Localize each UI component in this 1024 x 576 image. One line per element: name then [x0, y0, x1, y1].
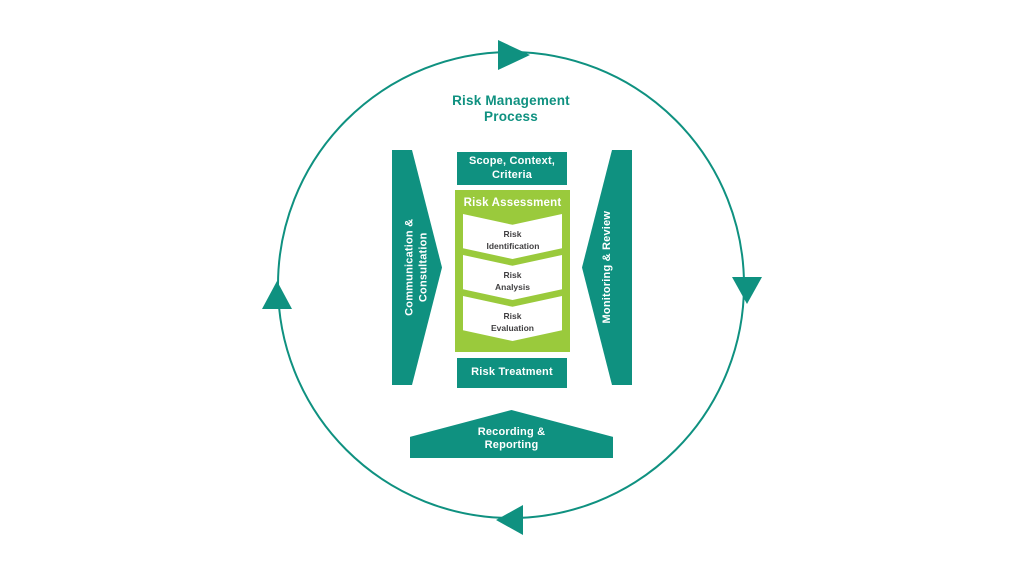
risk-analysis-label: Risk Analysis — [495, 270, 530, 292]
risk-treatment-box: Risk Treatment — [457, 358, 567, 388]
risk-assessment-label: Risk Assessment — [463, 197, 562, 209]
arrow-left-icon-bottom — [496, 505, 523, 535]
risk-identification-chevron: Risk Identification — [463, 214, 562, 259]
scope-context-criteria-box: Scope, Context, Criteria — [457, 152, 567, 185]
arrow-down-icon-right — [732, 277, 762, 304]
diagram-title: Risk Management Process — [452, 93, 570, 124]
communication-consultation-label: Communication & Consultation — [403, 218, 430, 317]
risk-evaluation-label: Risk Evaluation — [491, 311, 534, 333]
risk-treatment-label: Risk Treatment — [471, 366, 553, 379]
recording-reporting-label: Recording & Reporting — [477, 425, 546, 452]
risk-assessment-box: Risk Assessment Risk Identification Risk… — [455, 190, 570, 352]
risk-evaluation-chevron: Risk Evaluation — [463, 296, 562, 341]
monitoring-review-label: Monitoring & Review — [600, 211, 613, 324]
arrow-up-icon-left — [262, 281, 292, 309]
risk-analysis-chevron: Risk Analysis — [463, 255, 562, 300]
scope-context-criteria-label: Scope, Context, Criteria — [468, 154, 556, 181]
risk-identification-label: Risk Identification — [486, 229, 540, 251]
arrow-right-icon-top — [498, 40, 530, 70]
